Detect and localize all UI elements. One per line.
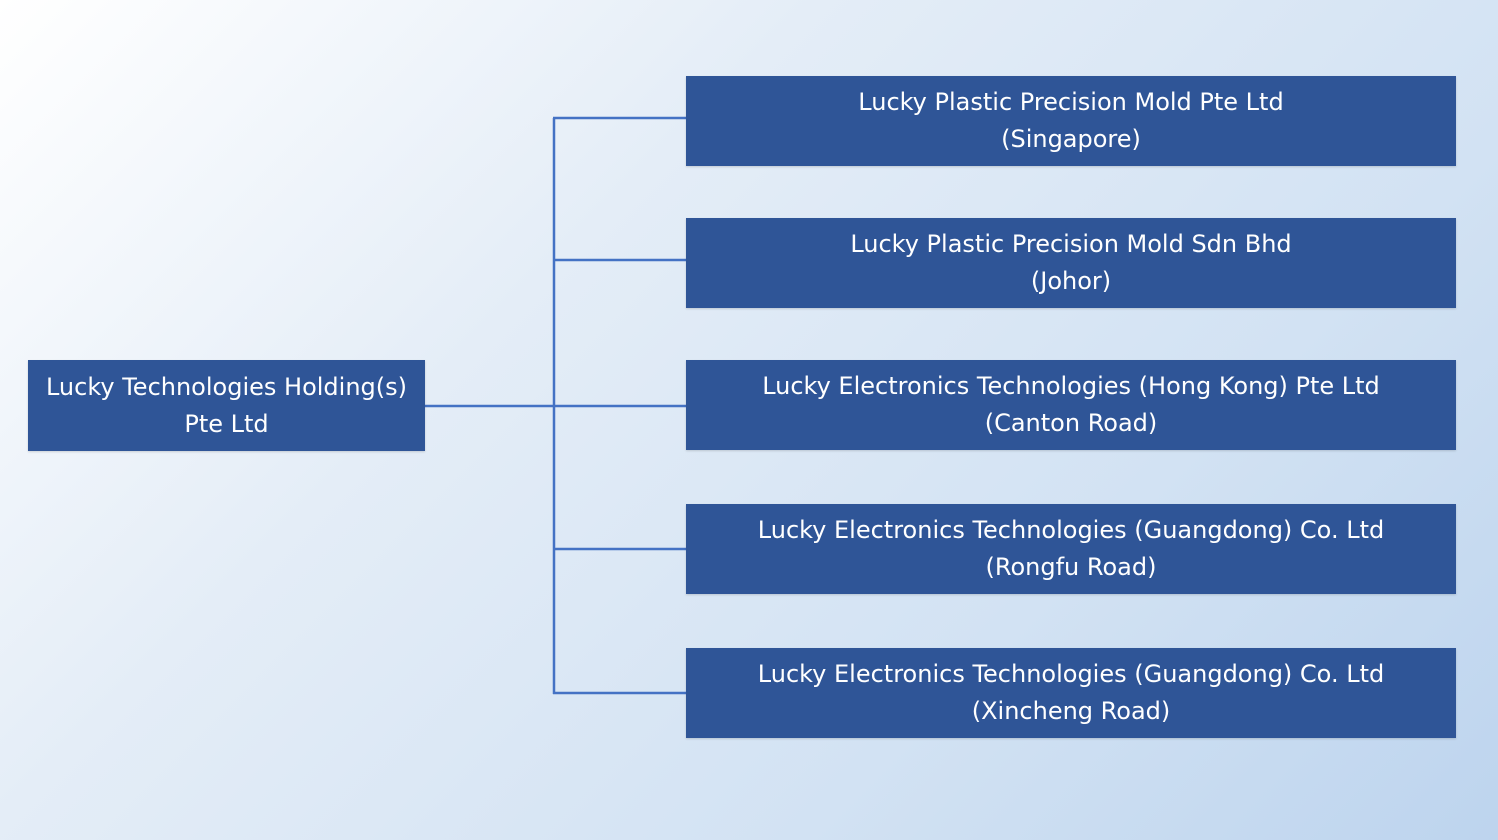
child-node-location: (Xincheng Road)	[971, 697, 1171, 725]
child-node-rongfu-road: Lucky Electronics Technologies (Guangdon…	[686, 504, 1456, 594]
root-node-line2: Pte Ltd	[184, 409, 269, 438]
child-node-name: Lucky Electronics Technologies (Hong Kon…	[762, 372, 1380, 400]
child-node-name: Lucky Electronics Technologies (Guangdon…	[757, 660, 1385, 688]
child-node-location: (Rongfu Road)	[985, 553, 1157, 581]
root-node-line1: Lucky Technologies Holding(s)	[45, 372, 407, 401]
child-node-location: (Johor)	[1030, 267, 1112, 295]
child-node-singapore: Lucky Plastic Precision Mold Pte Ltd (Si…	[686, 76, 1456, 166]
child-node-name: Lucky Plastic Precision Mold Pte Ltd	[858, 88, 1284, 116]
child-node-location: (Singapore)	[1001, 125, 1141, 153]
child-node-name: Lucky Electronics Technologies (Guangdon…	[757, 516, 1385, 544]
child-node-johor: Lucky Plastic Precision Mold Sdn Bhd (Jo…	[686, 218, 1456, 308]
child-node-canton-road: Lucky Electronics Technologies (Hong Kon…	[686, 360, 1456, 450]
child-node-location: (Canton Road)	[984, 409, 1158, 437]
child-node-name: Lucky Plastic Precision Mold Sdn Bhd	[850, 230, 1292, 258]
root-node-box: Lucky Technologies Holding(s) Pte Ltd	[28, 360, 425, 451]
child-node-xincheng-road: Lucky Electronics Technologies (Guangdon…	[686, 648, 1456, 738]
